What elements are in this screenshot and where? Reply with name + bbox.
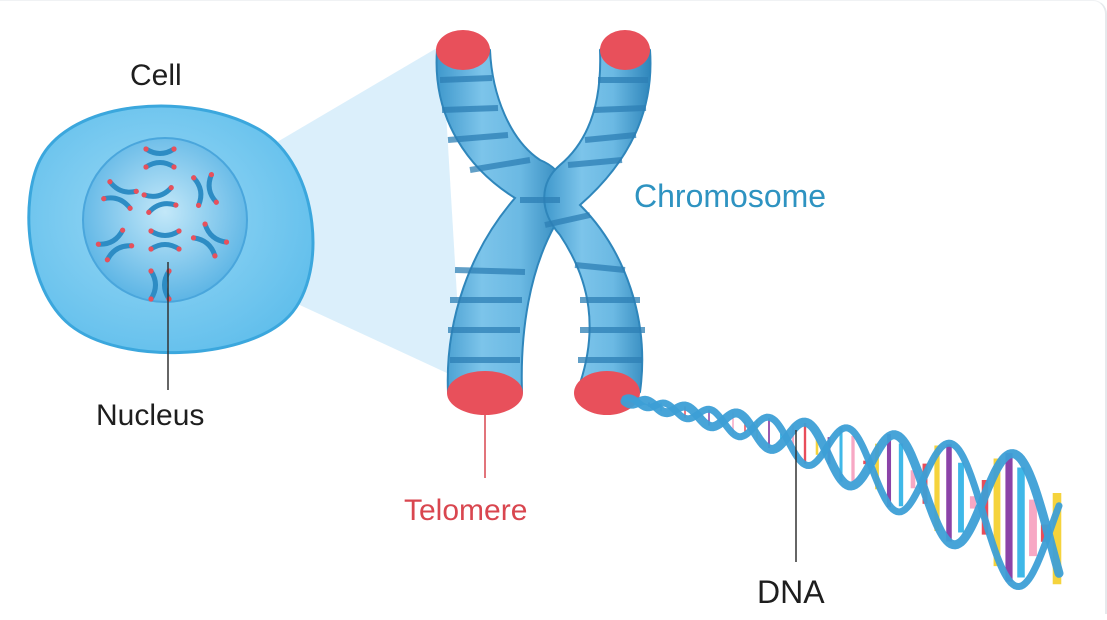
chromosome-band [469, 157, 531, 173]
mini-telomere-dot [213, 199, 219, 205]
mini-telomere-dot [133, 188, 139, 194]
telomere-cap-top-right [600, 30, 650, 70]
telomere-cap-top-left [436, 30, 490, 70]
mini-telomere-dot [127, 205, 133, 211]
mini-telomere-dot [176, 228, 182, 234]
label-chromosome: Chromosome [634, 178, 826, 214]
mini-telomere-dot [166, 268, 172, 274]
label-cell: Cell [130, 59, 182, 92]
mini-telomere-dot [129, 243, 135, 249]
mini-telomere-dot [202, 221, 208, 227]
mini-chromosome-arm [143, 146, 177, 156]
mini-chromosome-arm [104, 243, 135, 263]
mini-telomere-dot [143, 164, 149, 170]
chromosome-arm-left [435, 37, 567, 411]
chromosome-bands [439, 75, 648, 363]
mini-chromosome [148, 228, 182, 252]
mini-chromosome-arm [141, 185, 174, 199]
mini-telomere-dot [146, 209, 152, 215]
nucleus [82, 137, 248, 303]
chromosome-band [567, 157, 623, 168]
mini-chromosome [143, 146, 177, 170]
mini-telomere-dot [223, 239, 230, 245]
mini-telomere-dot [104, 257, 110, 263]
mini-chromosome-arm [143, 160, 177, 170]
chromosome-band [593, 105, 647, 113]
chromosome-band [454, 267, 526, 275]
mini-telomere-dot [141, 192, 147, 198]
mini-telomere-dot [212, 253, 218, 259]
cell-illustration [27, 104, 315, 390]
mini-telomere-dot [195, 202, 202, 208]
label-dna: DNA [757, 574, 825, 610]
dna-helix [620, 394, 1064, 591]
mini-telomere-dot [191, 175, 197, 181]
mini-chromosome-arm [206, 172, 219, 205]
chromosome-band [574, 262, 626, 273]
label-nucleus: Nucleus [96, 399, 204, 432]
label-telomere: Telomere [404, 494, 527, 527]
mini-telomere-dot [101, 196, 107, 202]
mini-telomere-dot [173, 202, 179, 208]
mini-telomere-dot [143, 146, 149, 152]
mini-chromosome [190, 221, 230, 259]
chromosome-band [439, 75, 493, 83]
mini-chromosome-arm [190, 235, 218, 259]
chromosome-band [441, 105, 499, 113]
mini-telomere-dot [148, 268, 154, 274]
chromosome-band [447, 132, 509, 143]
mini-telomere-dot [148, 296, 154, 302]
mini-telomere-dot [171, 164, 177, 170]
mini-chromosome-arm [148, 228, 182, 238]
chromosome-band [544, 212, 591, 228]
mini-chromosome-arm [148, 268, 158, 302]
chromosome-illustration [435, 30, 652, 478]
mini-chromosome-arm [146, 201, 179, 215]
mini-chromosome [141, 185, 179, 215]
telomere-cap-bottom-left [447, 371, 523, 415]
mini-telomere-dot [171, 146, 177, 152]
mini-telomere-dot [148, 228, 154, 234]
mini-chromosome-arm [95, 227, 126, 247]
dna-backbone-back [621, 394, 1063, 591]
mini-telomere-dot [148, 246, 154, 252]
mini-chromosome [191, 172, 219, 208]
mini-chromosome [101, 179, 139, 211]
mini-telomere-dot [168, 185, 174, 191]
mini-telomere-dot [107, 179, 113, 185]
mini-chromosome [95, 227, 135, 263]
zoom-cone [170, 45, 462, 380]
mini-telomere-dot [166, 296, 172, 302]
mini-chromosome-arm [202, 221, 230, 245]
mini-chromosome-arm [148, 242, 182, 252]
mini-telomere-dot [208, 172, 215, 178]
mini-chromosome-arm [191, 175, 204, 208]
mini-telomere-dot [176, 246, 182, 252]
mini-chromosome-arm [101, 195, 133, 211]
mini-telomere-dot [120, 227, 126, 233]
mini-chromosome-arm [107, 179, 139, 195]
mini-telomere-dot [95, 241, 101, 247]
mini-telomere-dot [190, 235, 197, 241]
chromosome-band [584, 132, 637, 143]
